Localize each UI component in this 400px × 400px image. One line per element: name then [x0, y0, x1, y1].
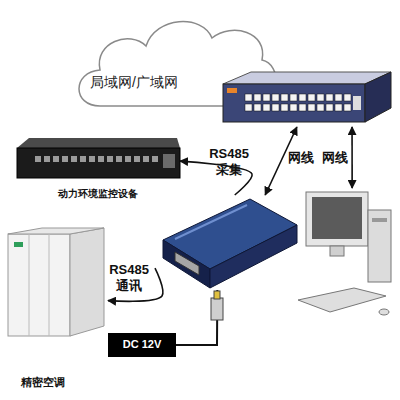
- device-port: [107, 156, 113, 162]
- converter-box-shape: [155, 195, 300, 290]
- power-box: DC 12V: [108, 333, 176, 357]
- monitor-stand: [330, 246, 344, 256]
- cabinet-display: [14, 242, 23, 247]
- switch-port: [335, 104, 342, 111]
- device-port: [80, 156, 86, 162]
- device-port: [62, 156, 68, 162]
- device-port: [53, 156, 59, 162]
- node-label: 精密空调: [8, 376, 78, 389]
- switch-port: [326, 94, 333, 101]
- switch-port: [299, 104, 306, 111]
- switch-port: [335, 94, 342, 101]
- switch-port: [263, 94, 270, 101]
- switch-port: [245, 94, 252, 101]
- computer: [298, 188, 393, 323]
- device-panel: [163, 154, 175, 168]
- pc-tower: [368, 210, 391, 282]
- monitor-screen: [312, 197, 362, 239]
- device-port: [35, 156, 41, 162]
- node-label: 动力环境监控设备: [15, 188, 180, 200]
- device-port: [143, 156, 149, 162]
- switch-top: [223, 72, 391, 84]
- device-port: [71, 156, 77, 162]
- edge-label: 网线: [286, 150, 316, 166]
- device-port: [134, 156, 140, 162]
- switch-port: [299, 94, 306, 101]
- monitor-device: 动力环境监控设备: [15, 138, 180, 208]
- switch-port: [281, 104, 288, 111]
- network-switch: [215, 72, 393, 127]
- switch-port: [353, 96, 361, 110]
- mouse: [379, 309, 389, 315]
- switch-port: [263, 104, 270, 111]
- cabinet-seam: [29, 234, 30, 336]
- switch-port: [326, 104, 333, 111]
- switch-port: [317, 104, 324, 111]
- db9-port: [175, 252, 199, 275]
- edge-label: RS485 通讯: [106, 262, 152, 295]
- switch-port: [272, 94, 279, 101]
- switch-port: [308, 94, 315, 101]
- edge-label: RS485 采集: [205, 146, 253, 179]
- converter-side: [210, 225, 297, 288]
- switch-port: [254, 94, 261, 101]
- cabinet-side: [70, 228, 104, 336]
- node-label: 局域网/广域网: [90, 74, 200, 91]
- air-conditioner-shape: [8, 228, 108, 393]
- switch-port: [317, 94, 324, 101]
- device-front: [17, 148, 180, 178]
- computer-shape: [298, 188, 393, 323]
- edge-label: 网线: [320, 150, 350, 166]
- cabinet-front: [8, 234, 70, 336]
- device-port: [125, 156, 131, 162]
- switch-front: [223, 84, 365, 122]
- pc-drive: [372, 218, 387, 222]
- switch-port: [254, 104, 261, 111]
- keyboard: [298, 288, 386, 312]
- switch-port: [308, 104, 315, 111]
- device-port: [98, 156, 104, 162]
- plug-tip: [214, 291, 220, 299]
- device-port: [44, 156, 50, 162]
- switch-port: [344, 104, 351, 111]
- switch-port: [290, 94, 297, 101]
- converter-box: [155, 195, 300, 290]
- network-switch-shape: [215, 72, 393, 127]
- plug-body: [211, 298, 223, 320]
- connector-arrow: [351, 127, 353, 188]
- switch-port: [344, 94, 351, 101]
- device-port: [116, 156, 122, 162]
- converter-front: [163, 240, 210, 288]
- air-conditioner: 精密空调: [8, 228, 108, 393]
- switch-port: [290, 104, 297, 111]
- cabinet-top: [8, 228, 104, 234]
- monitor-frame: [306, 192, 368, 246]
- cabinet-seam: [49, 234, 50, 336]
- device-port: [152, 156, 158, 162]
- switch-side: [365, 72, 391, 122]
- converter-highlight: [175, 205, 247, 239]
- switch-port: [281, 94, 288, 101]
- power-cable: [176, 290, 217, 345]
- switch-logo: [227, 88, 237, 93]
- switch-port: [245, 104, 252, 111]
- node-label: DC 12V: [108, 338, 176, 351]
- device-port: [89, 156, 95, 162]
- device-top: [17, 138, 180, 148]
- switch-port: [272, 104, 279, 111]
